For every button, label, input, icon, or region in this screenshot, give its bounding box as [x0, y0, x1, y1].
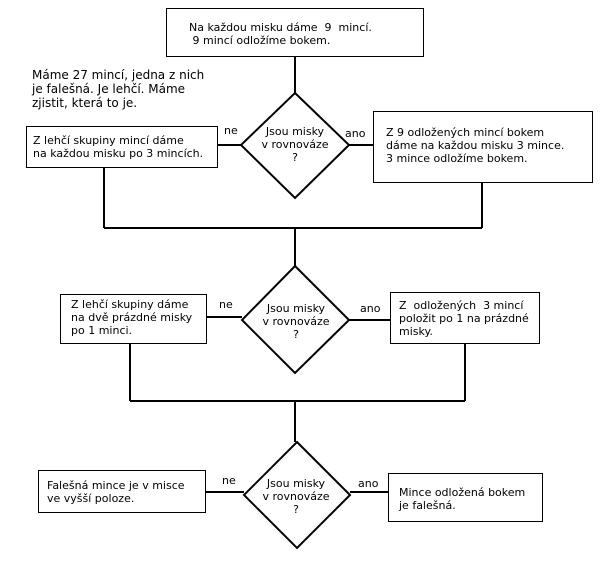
intro-text: Máme 27 mincí, jedna z nich je falešná. …: [32, 68, 205, 110]
level-1-no-box: Z lehčí skupiny mincí dáme na každou mis…: [26, 126, 218, 168]
decision-diamond-1: [239, 91, 351, 200]
decision-diamond-3: [242, 440, 352, 550]
level-2-no-box: Z lehčí skupiny dáme na dvě prázdné misk…: [60, 294, 207, 344]
decision-1-yes-label: ano: [345, 127, 366, 140]
decision-2-no-label: ne: [219, 298, 233, 311]
level-2-yes-box: Z odložených 3 mincí položit po 1 na prá…: [390, 292, 540, 344]
decision-1-text: Jsou misky v rovnováze ?: [261, 125, 329, 164]
level-1-yes-box: Z 9 odložených mincí bokem dáme na každo…: [373, 111, 593, 183]
decision-2-text: Jsou misky v rovnováze ?: [262, 302, 330, 341]
decision-3-no-label: ne: [222, 474, 236, 487]
decision-3-text: Jsou misky v rovnováze ?: [262, 477, 330, 516]
decision-1-no-label: ne: [224, 124, 238, 137]
level-3-yes-box: Mince odložená bokem je falešná.: [388, 473, 543, 522]
decision-3-yes-label: ano: [358, 477, 379, 490]
decision-2-yes-label: ano: [360, 302, 381, 315]
start-box: Na každou misku dáme 9 mincí. 9 mincí od…: [166, 8, 424, 57]
decision-diamond-2: [240, 264, 351, 375]
level-3-no-box: Falešná mince je v misce ve vyšší poloze…: [38, 470, 206, 513]
